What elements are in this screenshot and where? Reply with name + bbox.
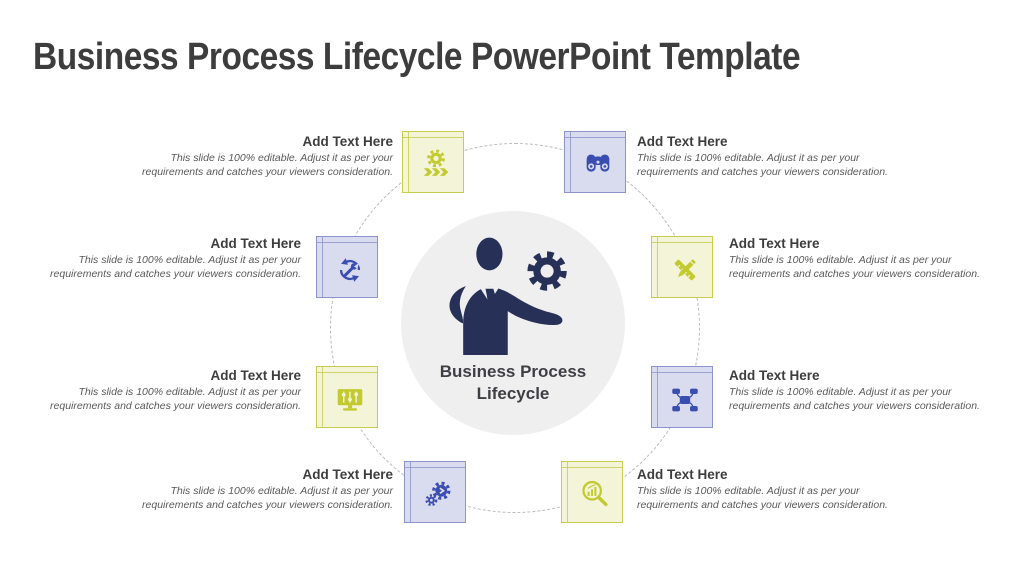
item-heading: Add Text Here: [302, 134, 393, 149]
center-label-line1: Business Process: [439, 362, 587, 381]
item-heading: Add Text Here: [637, 134, 728, 149]
item-description: This slide is 100% editable. Adjust it a…: [637, 485, 888, 511]
item-heading: Add Text Here: [210, 236, 301, 251]
text-block-right-upper: Add Text Here This slide is 100% editabl…: [729, 236, 1001, 281]
step-box-left-lower: [316, 366, 378, 428]
monitor-sliders-icon: [337, 388, 362, 411]
step-box-right-lower: [651, 366, 713, 428]
text-block-bottom-right: Add Text Here This slide is 100% editabl…: [637, 467, 909, 512]
item-heading: Add Text Here: [637, 467, 728, 482]
magnifier-chart-icon: [581, 480, 608, 506]
page-title: Business Process Lifecycle PowerPoint Te…: [33, 36, 801, 78]
center-label: Business Process Lifecycle: [401, 361, 625, 406]
text-block-right-lower: Add Text Here This slide is 100% editabl…: [729, 368, 1001, 413]
item-heading: Add Text Here: [302, 467, 393, 482]
pencil-ruler-icon: [674, 258, 696, 280]
text-block-top-left: Add Text Here This slide is 100% editabl…: [121, 134, 393, 179]
item-heading: Add Text Here: [729, 368, 820, 383]
center-label-line2: Lifecycle: [476, 384, 550, 404]
step-box-top-left: [402, 131, 464, 193]
item-heading: Add Text Here: [210, 368, 301, 383]
step-box-top-right: [564, 131, 626, 193]
item-description: This slide is 100% editable. Adjust it a…: [729, 386, 980, 412]
text-block-left-lower: Add Text Here This slide is 100% editabl…: [29, 368, 301, 413]
gears-play-icon: [424, 481, 450, 506]
item-description: This slide is 100% editable. Adjust it a…: [50, 386, 301, 412]
step-box-bottom-left: [404, 461, 466, 523]
center-circle: Business Process Lifecycle: [401, 211, 625, 435]
item-description: This slide is 100% editable. Adjust it a…: [637, 152, 888, 178]
text-block-bottom-left: Add Text Here This slide is 100% editabl…: [121, 467, 393, 512]
text-block-top-right: Add Text Here This slide is 100% editabl…: [637, 134, 909, 179]
binoculars-icon: [586, 154, 609, 172]
gear-process-flow-icon: [423, 149, 448, 176]
step-box-left-upper: [316, 236, 378, 298]
item-description: This slide is 100% editable. Adjust it a…: [729, 254, 980, 280]
dashed-ring: [330, 143, 700, 513]
item-description: This slide is 100% editable. Adjust it a…: [142, 152, 393, 178]
step-box-right-upper: [651, 236, 713, 298]
network-hub-icon: [671, 388, 698, 411]
item-description: This slide is 100% editable. Adjust it a…: [50, 254, 301, 280]
item-description: This slide is 100% editable. Adjust it a…: [142, 485, 393, 511]
item-heading: Add Text Here: [729, 236, 820, 251]
step-box-bottom-right: [561, 461, 623, 523]
businessman-gear-icon: [449, 237, 567, 355]
text-block-left-upper: Add Text Here This slide is 100% editabl…: [29, 236, 301, 281]
wrench-sync-icon: [339, 257, 360, 282]
